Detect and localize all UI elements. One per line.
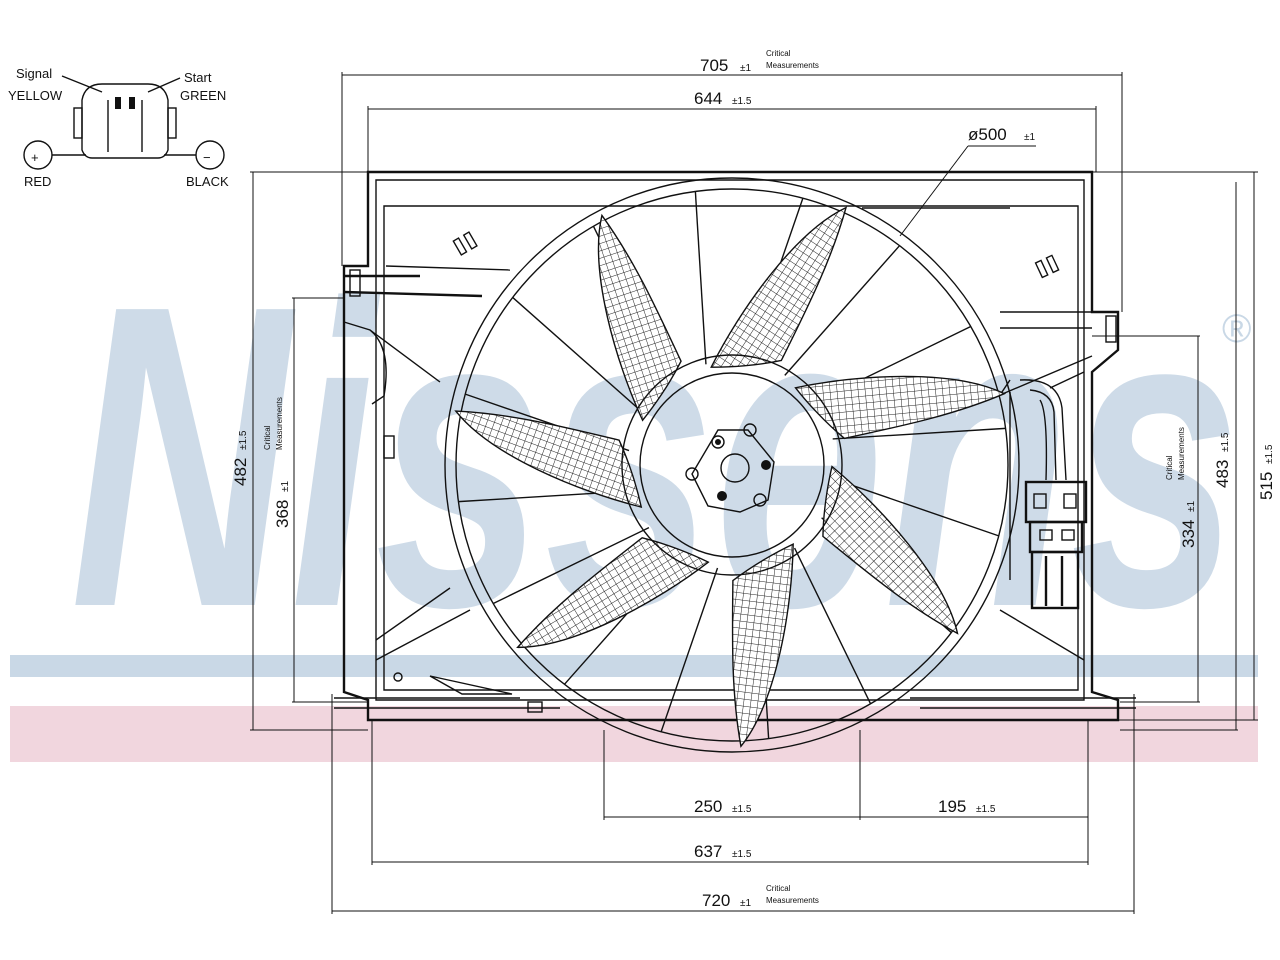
dim-bottom-outer: 720 ±1 Critical Measurements: [702, 884, 819, 910]
dim-top-inner: 644 ±1.5: [694, 89, 752, 108]
svg-text:Critical: Critical: [1165, 455, 1174, 480]
svg-text:515: 515: [1257, 472, 1276, 500]
dim-bottom-right-seg: 195 ±1.5: [938, 797, 996, 816]
svg-text:Measurements: Measurements: [275, 397, 284, 450]
svg-text:±1.5: ±1.5: [976, 804, 996, 815]
svg-text:±1: ±1: [280, 481, 291, 492]
svg-text:195: 195: [938, 797, 966, 816]
dim-right-inner: 334 ±1 Critical Measurements: [1165, 427, 1198, 548]
fan-ring-outer: [444, 177, 1020, 753]
watermark-stripe-red: [10, 706, 1258, 762]
dim-bottom-inner: 637 ±1.5: [694, 842, 752, 861]
svg-text:ø500: ø500: [968, 125, 1007, 144]
fan-hub-outer: [621, 354, 843, 576]
dim-top-outer: 705 ±1 Critical Measurements: [700, 49, 819, 75]
support-spoke: [492, 526, 650, 605]
registered-mark: ®: [1222, 307, 1251, 351]
plus-terminal-icon: [23, 140, 53, 170]
svg-text:644: 644: [694, 89, 722, 108]
dim-left-inner: 368 ±1: [273, 481, 292, 528]
svg-text:±1: ±1: [1024, 132, 1035, 143]
dim-diameter: ø500 ±1: [968, 125, 1035, 144]
support-spoke: [694, 191, 707, 365]
fan-hub-inner: [639, 372, 825, 558]
minus-symbol: −: [203, 150, 211, 165]
svg-text:Critical: Critical: [766, 884, 791, 893]
svg-text:±1.5: ±1.5: [732, 804, 752, 815]
dim-bottom-left-seg: 250 ±1.5: [694, 797, 752, 816]
fan-rotor: [444, 177, 1020, 753]
svg-text:±1.5: ±1.5: [1264, 444, 1275, 464]
fan-shroud-frame: [334, 170, 1136, 722]
support-spoke: [834, 478, 999, 537]
svg-text:637: 637: [694, 842, 722, 861]
connector-pinout: Signal YELLOW Start GREEN + − RED BLACK: [8, 66, 229, 189]
dimension-labels: 705 ±1 Critical Measurements 644 ±1.5 ø5…: [231, 49, 1276, 910]
svg-text:±1.5: ±1.5: [732, 96, 752, 107]
svg-text:720: 720: [702, 891, 730, 910]
dimension-lines: [250, 72, 1258, 914]
svg-text:±1: ±1: [1186, 501, 1197, 512]
start-pin-color: GREEN: [180, 88, 226, 103]
watermark-stripe-blue: [10, 655, 1258, 677]
svg-text:705: 705: [700, 56, 728, 75]
svg-text:Critical: Critical: [263, 425, 272, 450]
motor-connector: [1009, 379, 1088, 610]
svg-text:±1: ±1: [740, 63, 751, 74]
support-spoke: [832, 427, 1006, 440]
svg-text:334: 334: [1179, 520, 1198, 548]
signal-pin-label: Signal: [16, 66, 52, 81]
svg-text:368: 368: [273, 500, 292, 528]
svg-text:483: 483: [1213, 460, 1232, 488]
minus-terminal-color: BLACK: [186, 174, 229, 189]
svg-text:±1.5: ±1.5: [238, 430, 249, 450]
svg-text:Measurements: Measurements: [766, 896, 819, 905]
connector-body-outline: [81, 83, 169, 159]
svg-text:±1.5: ±1.5: [732, 849, 752, 860]
shroud-outer-outline: [342, 170, 1120, 722]
brand-watermark: Nissens ®: [10, 217, 1258, 762]
support-spoke: [660, 567, 719, 732]
plus-terminal-color: RED: [24, 174, 51, 189]
svg-text:±1.5: ±1.5: [1220, 432, 1231, 452]
svg-text:Measurements: Measurements: [1177, 427, 1186, 480]
dim-left-outer: 482 ±1.5 Critical Measurements: [231, 397, 284, 486]
fan-ring-inner: [455, 188, 1009, 742]
minus-terminal-icon: [195, 140, 225, 170]
svg-text:Measurements: Measurements: [766, 61, 819, 70]
start-pin-label: Start: [184, 70, 212, 85]
support-spoke: [784, 245, 901, 376]
watermark-logo-text: Nissens: [70, 217, 1240, 697]
svg-text:Critical: Critical: [766, 49, 791, 58]
signal-pin-color: YELLOW: [8, 88, 63, 103]
svg-text:±1: ±1: [740, 898, 751, 909]
support-spoke: [793, 547, 872, 705]
svg-text:482: 482: [231, 458, 250, 486]
support-spoke: [512, 296, 643, 413]
dim-right-mid: 483 ±1.5: [1213, 432, 1232, 488]
plus-symbol: +: [31, 150, 39, 165]
dim-right-outer: 515 ±1.5: [1257, 444, 1276, 500]
svg-text:250: 250: [694, 797, 722, 816]
